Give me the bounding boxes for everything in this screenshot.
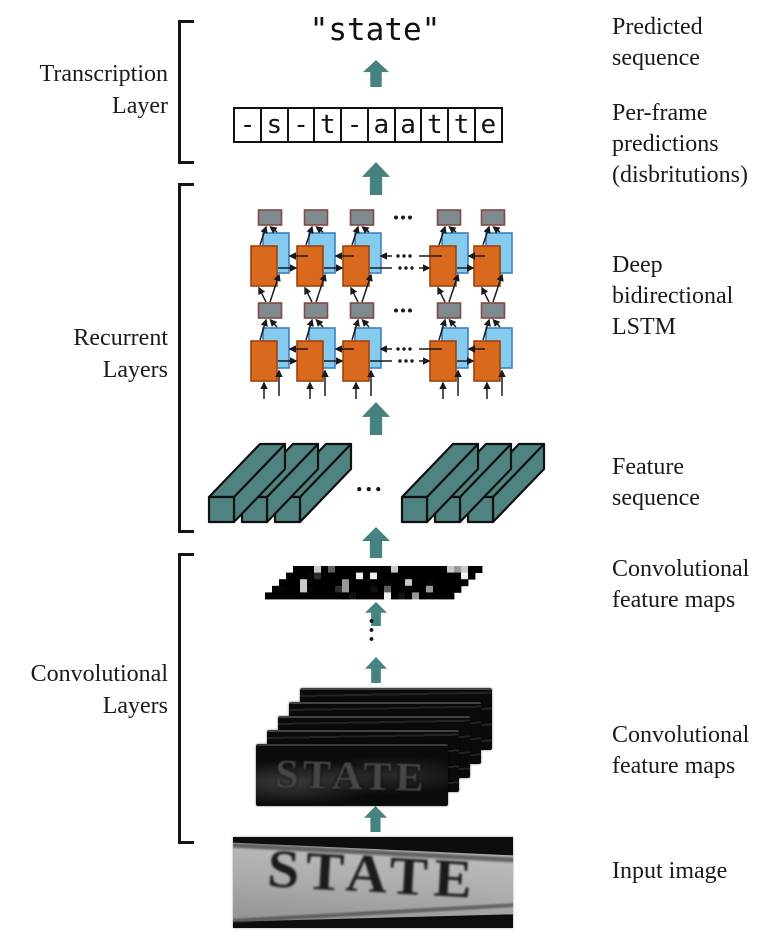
per-frame-predictions-label: Per-frame predictions (disbritutions)	[612, 100, 748, 188]
conv-feature-map-stack: STATE	[256, 688, 492, 808]
transcription-layer-label: Transcription Layer	[39, 61, 168, 119]
per-frame-row: - s - t - a a t t e	[233, 107, 503, 143]
frame-cell: -	[233, 107, 263, 143]
frame-cell: a	[366, 107, 396, 143]
feature-map-layer-front: STATE	[256, 744, 448, 806]
convolutional-layers-label: Convolutional Layers	[30, 661, 168, 719]
convolutional-bracket	[178, 553, 194, 844]
frame-cell: e	[473, 107, 503, 143]
feature-sequence-ellipsis: ...	[356, 468, 385, 497]
deep-bidirectional-lstm-label: Deep bidirectional LSTM	[612, 252, 734, 340]
frame-cell: a	[393, 107, 423, 143]
feature-map-word: STATE	[275, 750, 429, 800]
conv-feature-maps-upper-label: Convolutional feature maps	[612, 556, 750, 613]
recurrent-bracket	[178, 183, 194, 533]
recurrent-layers-label: Recurrent Layers	[73, 325, 168, 383]
input-image: STATE	[233, 837, 513, 928]
frame-cell: s	[259, 107, 289, 143]
feature-sequence-label: Feature sequence	[612, 454, 700, 511]
predicted-word: "state"	[309, 12, 441, 48]
flow-arrow-to-lstm	[362, 402, 390, 435]
flow-arrow-to-featureseq	[362, 527, 390, 558]
flow-arrow-to-lower-convmap	[364, 806, 387, 832]
transcription-bracket	[178, 20, 194, 164]
input-image-label: Input image	[612, 858, 728, 884]
frame-cell: -	[340, 107, 370, 143]
frame-cell: t	[313, 107, 343, 143]
bidirectional-lstm-diagram	[250, 209, 513, 399]
feature-sequence-bars	[207, 442, 546, 524]
frame-cell: t	[420, 107, 450, 143]
conv-feature-map-strip	[265, 566, 483, 600]
conv-feature-maps-lower-label: Convolutional feature maps	[612, 722, 750, 779]
predicted-sequence-label: Predicted sequence	[612, 14, 703, 71]
flow-arrow-to-prediction	[363, 60, 389, 87]
frame-cell: -	[286, 107, 316, 143]
flow-arrow-mid-conv	[365, 657, 387, 683]
conv-vertical-ellipsis: ...	[363, 618, 390, 645]
frame-cell: t	[447, 107, 477, 143]
flow-arrow-to-perframe	[362, 162, 390, 195]
